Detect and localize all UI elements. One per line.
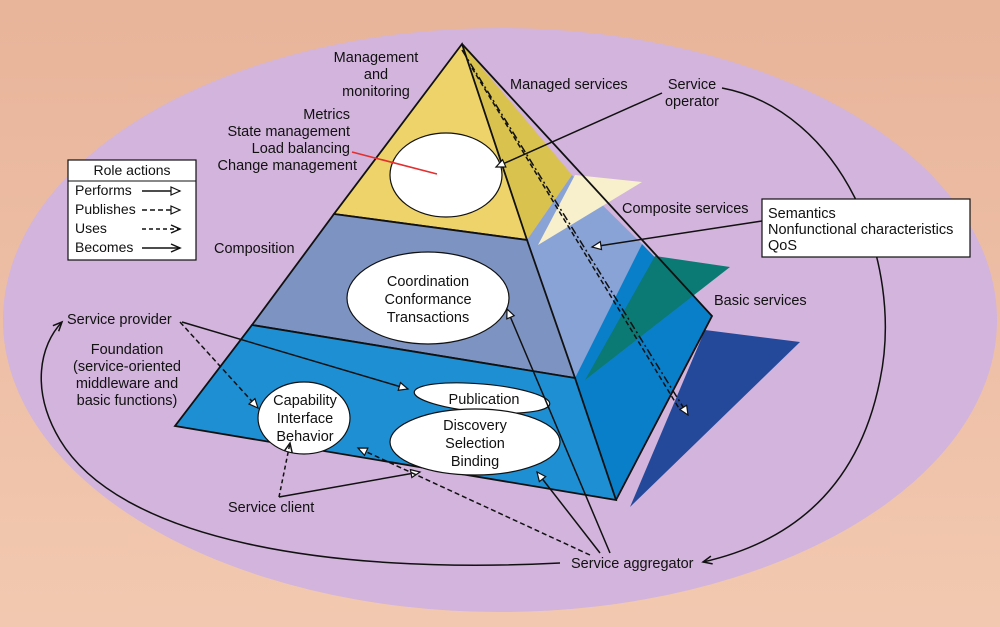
aggregator-to-coordination-arrow	[506, 307, 611, 554]
capability-ellipse	[257, 381, 351, 455]
metrics-label-2: State management	[227, 124, 350, 140]
apex-to-blue-triangle-dashdot	[461, 49, 689, 417]
service-client-label: Service client	[228, 500, 314, 516]
aggregator-to-discovery-arrow	[536, 470, 601, 554]
management-ellipse	[389, 132, 503, 218]
coordination-line-2: Conformance	[384, 292, 471, 308]
coordination-line-3: Transactions	[387, 310, 469, 326]
capability-line-3: Behavior	[276, 429, 333, 445]
basic-services-label: Basic services	[714, 293, 807, 309]
apex-dashed-line	[471, 67, 681, 411]
management-label-1: Management	[334, 50, 419, 66]
foundation-label-1: Foundation	[91, 342, 164, 358]
metrics-label-3: Load balancing	[252, 141, 350, 157]
legend: Role actions Performs Publishes Uses Bec…	[67, 159, 197, 261]
semantics-box	[761, 198, 971, 258]
aggregator-to-capability-arrow	[356, 447, 591, 556]
semantics-to-composite-arrow	[590, 220, 763, 251]
service-operator-label-2: operator	[665, 94, 719, 110]
connectors	[40, 49, 887, 567]
client-to-capability-arrow	[278, 441, 293, 498]
blue-triangle	[630, 330, 800, 507]
service-provider-label: Service provider	[67, 312, 172, 328]
pyramid-right-edge	[461, 43, 714, 501]
metrics-label-1: Metrics	[303, 107, 350, 123]
capability-line-2: Interface	[277, 411, 333, 427]
legend-item-uses: Uses	[75, 220, 107, 236]
legend-title: Role actions	[93, 162, 170, 178]
service-operator-label-1: Service	[668, 77, 716, 93]
coordination-line-1: Coordination	[387, 274, 469, 290]
discovery-line-2: Selection	[445, 436, 505, 452]
management-label-2: and	[364, 67, 388, 83]
legend-item-publishes: Publishes	[75, 201, 136, 217]
semantics-line-2: Nonfunctional characteristics	[768, 222, 953, 238]
client-to-discovery-arrow	[278, 468, 422, 498]
service-aggregator-label: Service aggregator	[571, 556, 694, 572]
provider-to-capability-arrow	[179, 321, 259, 410]
managed-services-label: Managed services	[510, 77, 628, 93]
capability-line-1: Capability	[273, 393, 337, 409]
aggregator-becomes-provider-arrow	[40, 320, 561, 567]
legend-item-performs: Performs	[75, 182, 132, 198]
coordination-ellipse	[346, 251, 510, 345]
semantics-line-1: Semantics	[768, 206, 836, 222]
foundation-label-2: (service-oriented	[73, 359, 181, 375]
composite-services-triangle	[538, 175, 642, 245]
foundation-label-3: middleware and	[76, 376, 178, 392]
pyramid-side-base	[575, 244, 712, 500]
semantics-line-3: QoS	[768, 238, 797, 254]
foundation-label-4: basic functions)	[77, 393, 178, 409]
composite-services-label: Composite services	[622, 201, 749, 217]
discovery-ellipse	[389, 408, 561, 476]
discovery-line-3: Binding	[451, 454, 499, 470]
operator-to-management-arrow	[494, 92, 663, 168]
metrics-label-4: Change management	[218, 158, 357, 174]
operator-becomes-aggregator-arrow	[701, 87, 887, 565]
management-label-3: monitoring	[342, 84, 410, 100]
legend-item-becomes: Becomes	[75, 239, 133, 255]
provider-to-publication-arrow	[181, 321, 410, 391]
publication-label: Publication	[449, 392, 520, 408]
basic-services-triangle	[585, 256, 730, 380]
discovery-line-1: Discovery	[443, 418, 507, 434]
metrics-pointer-line	[351, 151, 438, 175]
composition-label: Composition	[214, 241, 295, 257]
